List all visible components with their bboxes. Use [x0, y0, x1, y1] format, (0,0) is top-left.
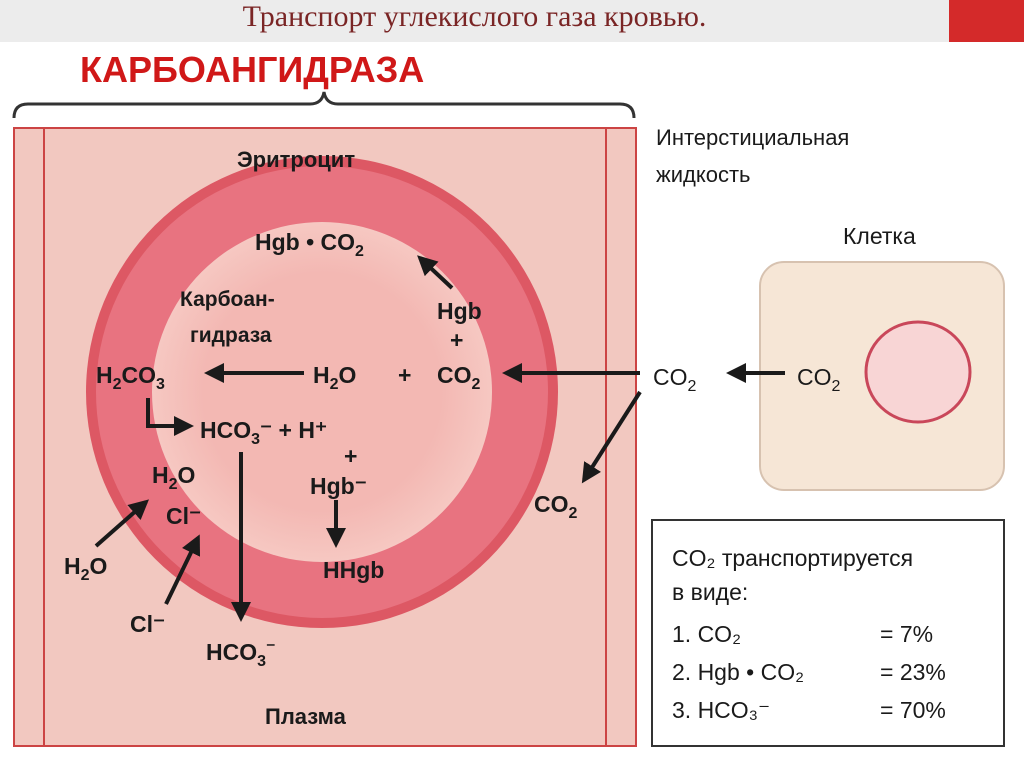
legend-item-2-label: 2. Hgb • CO₂ — [672, 659, 804, 685]
arrow-cl-into-rbc — [164, 534, 201, 605]
legend-item-1-value: = 7% — [880, 621, 933, 647]
erythrocyte-label: Эритроцит — [237, 147, 355, 172]
cl-plasma: Cl⁻ — [130, 611, 165, 637]
arrow-h2o-into-rbc — [94, 499, 150, 548]
slide-title: Транспорт углекислого газа кровью. — [242, 0, 707, 33]
arrow-to-hgb-co2 — [417, 255, 454, 290]
co2-plasma: CO2 — [534, 491, 578, 522]
hco3-h-formula: HCO3⁻ + H⁺ — [200, 417, 327, 448]
erythrocyte-center — [152, 222, 492, 562]
h2o-formula: H2O — [313, 362, 356, 393]
cl-inside: Cl⁻ — [166, 503, 201, 529]
cell-label: Клетка — [843, 223, 916, 249]
arrow-co2-to-plasma — [581, 390, 642, 484]
legend-item-3-label: 3. HCO₃⁻ — [672, 697, 770, 723]
interstitial-label-1: Интерстициальная — [656, 125, 849, 150]
h2o-inside: H2O — [152, 462, 195, 493]
enzyme-header: КАРБОАНГИДРАЗА — [80, 49, 424, 90]
legend-title-1: CO₂ транспортируется — [672, 545, 913, 571]
hgb-minus-formula: Hgb⁻ — [310, 473, 367, 499]
legend-item-3-value: = 70% — [880, 697, 946, 723]
plus-sign-lower: + — [344, 443, 357, 469]
enzyme-label-2: гидраза — [190, 324, 272, 347]
h2co3-formula: H2CO3 — [96, 362, 165, 393]
hgb-formula: Hgb — [437, 298, 482, 324]
h2o-plasma: H2O — [64, 553, 107, 584]
co2-cell: CO2 — [797, 364, 841, 395]
legend-item-1-label: 1. CO₂ — [672, 621, 741, 647]
legend-item-2-value: = 23% — [880, 659, 946, 685]
slide-accent-block — [949, 0, 1024, 42]
legend-box — [651, 519, 1005, 747]
brace — [12, 91, 636, 119]
plasma-label: Плазма — [265, 704, 347, 729]
hco3-plasma: HCO3⁻ — [206, 638, 276, 670]
plus-sign: + — [398, 362, 411, 388]
hhgb-formula: HHgb — [323, 557, 384, 583]
enzyme-label-1: Карбоан- — [180, 288, 275, 311]
interstitial-label-2: жидкость — [656, 162, 751, 187]
title-bar — [0, 0, 1024, 42]
arrow-h2co3-to-hco3 — [146, 398, 194, 436]
cell-nucleus — [864, 320, 972, 424]
plus-sign-vertical: + — [450, 327, 463, 353]
co2-inside: CO2 — [437, 362, 481, 393]
co2-interstitial: CO2 — [653, 364, 697, 395]
hgb-co2-formula: Hgb • CO2 — [255, 229, 364, 260]
legend-title-2: в виде: — [672, 579, 748, 605]
